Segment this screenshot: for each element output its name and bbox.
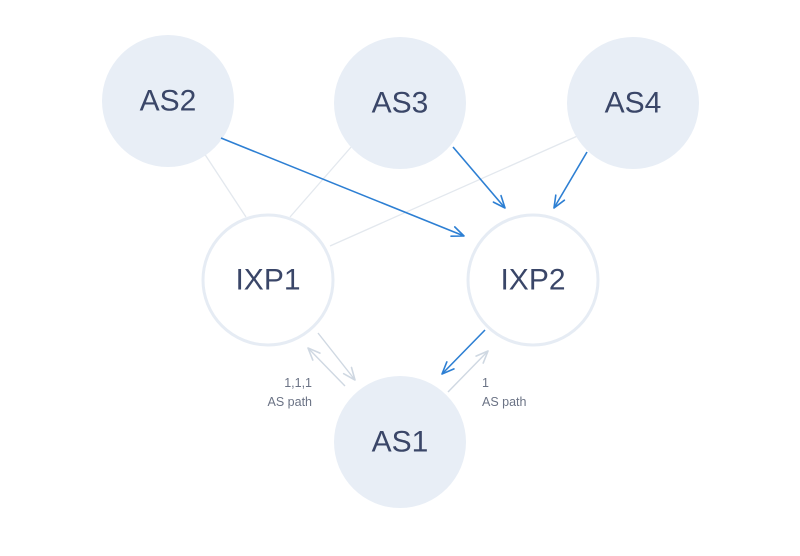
node-as3-circle (334, 37, 466, 169)
node-ixp2[interactable]: IXP2 (466, 213, 600, 347)
arrow-as1-to-ixp1 (307, 347, 346, 387)
node-ixp1[interactable]: IXP1 (201, 213, 335, 347)
arrow-as2-to-ixp2 (220, 137, 465, 237)
peering-links (203, 133, 583, 247)
node-as2-circle (102, 35, 234, 167)
node-as1[interactable]: AS1 (334, 376, 466, 508)
node-ixp1-label: IXP1 (235, 264, 300, 297)
as-path-label-left: 1,1,1 AS path (268, 376, 313, 409)
node-as2-label: AS2 (140, 85, 197, 118)
arrow-as4-to-ixp2 (553, 151, 588, 209)
node-as3[interactable]: AS3 (334, 37, 466, 169)
as-path-right-value: 1 (482, 376, 489, 390)
traffic-arrows (220, 137, 588, 375)
node-as1-label: AS1 (372, 426, 429, 459)
as-path-left-value: 1,1,1 (284, 376, 312, 390)
arrow-as3-to-ixp2 (452, 146, 506, 209)
link-as3-ixp1 (289, 145, 353, 218)
link-as2-ixp1 (203, 152, 247, 218)
arrow-ixp1-to-as1 (317, 332, 356, 381)
as-path-label-right: 1 AS path (482, 376, 527, 409)
node-ixp2-circle (466, 213, 600, 347)
node-ixp1-circle (201, 213, 335, 347)
node-as1-circle (334, 376, 466, 508)
link-as4-ixp1 (329, 133, 583, 247)
arrow-as1-to-ixp2 (447, 350, 489, 393)
node-as4-label: AS4 (605, 87, 662, 120)
node-as4[interactable]: AS4 (567, 37, 699, 169)
node-as4-circle (567, 37, 699, 169)
as1-exchange-arrows (307, 332, 489, 393)
node-as2[interactable]: AS2 (102, 35, 234, 167)
node-ixp2-label: IXP2 (500, 264, 565, 297)
as-path-left-caption: AS path (268, 395, 313, 409)
arrow-ixp2-to-as1 (441, 329, 486, 375)
node-as3-label: AS3 (372, 87, 429, 120)
as-path-right-caption: AS path (482, 395, 527, 409)
